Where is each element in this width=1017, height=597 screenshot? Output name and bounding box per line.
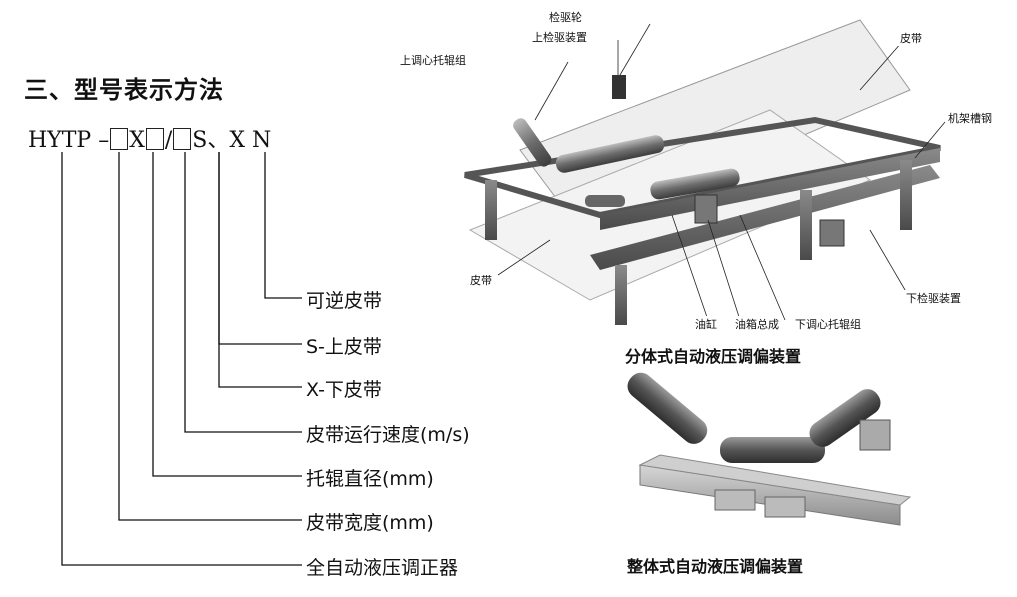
integral-type-device-illustration xyxy=(627,372,912,526)
split-type-device-illustration xyxy=(464,19,946,325)
label-oil-tank: 油箱总成 xyxy=(733,316,781,332)
model-prefix: HYTP xyxy=(28,128,92,153)
caption-split-type: 分体式自动液压调偏装置 xyxy=(625,347,802,366)
legend-belt-width: 皮带宽度(mm) xyxy=(306,512,434,534)
label-belt-left: 皮带 xyxy=(468,272,494,288)
legend-belt-speed: 皮带运行速度(m/s) xyxy=(306,424,470,446)
model-dash: – xyxy=(98,128,110,153)
model-slash: / xyxy=(164,128,173,153)
model-tail-s: S、X xyxy=(192,128,246,153)
placeholder-box-speed xyxy=(173,128,192,150)
label-upper-detect-device: 上检驱装置 xyxy=(530,29,589,45)
legend-auto-corrector: 全自动液压调正器 xyxy=(306,557,459,579)
placeholder-box-diameter xyxy=(145,128,164,150)
legend-upper-belt: S-上皮带 xyxy=(306,336,382,358)
label-upper-aligning-idler: 上调心托辊组 xyxy=(398,52,468,68)
label-frame-channel: 机架槽钢 xyxy=(946,110,994,126)
placeholder-box-width xyxy=(110,128,129,150)
legend-roller-diameter: 托辊直径(mm) xyxy=(306,468,434,490)
label-cylinder: 油缸 xyxy=(693,316,719,332)
model-tail-n: N xyxy=(252,128,272,153)
model-code: HYTP –X / S、X N xyxy=(28,122,271,154)
caption-integral-type: 整体式自动液压调偏装置 xyxy=(627,557,804,576)
label-detect-wheel: 检驱轮 xyxy=(547,9,584,25)
label-belt-top: 皮带 xyxy=(898,30,924,46)
legend-reversible: 可逆皮带 xyxy=(306,290,383,312)
label-lower-aligning-idler: 下调心托辊组 xyxy=(793,316,863,332)
model-sep-x: X xyxy=(129,128,145,153)
section-title: 三、型号表示方法 xyxy=(24,76,224,104)
label-lower-detect-device: 下检驱装置 xyxy=(904,290,963,306)
legend-lower-belt: X-下皮带 xyxy=(306,379,382,401)
